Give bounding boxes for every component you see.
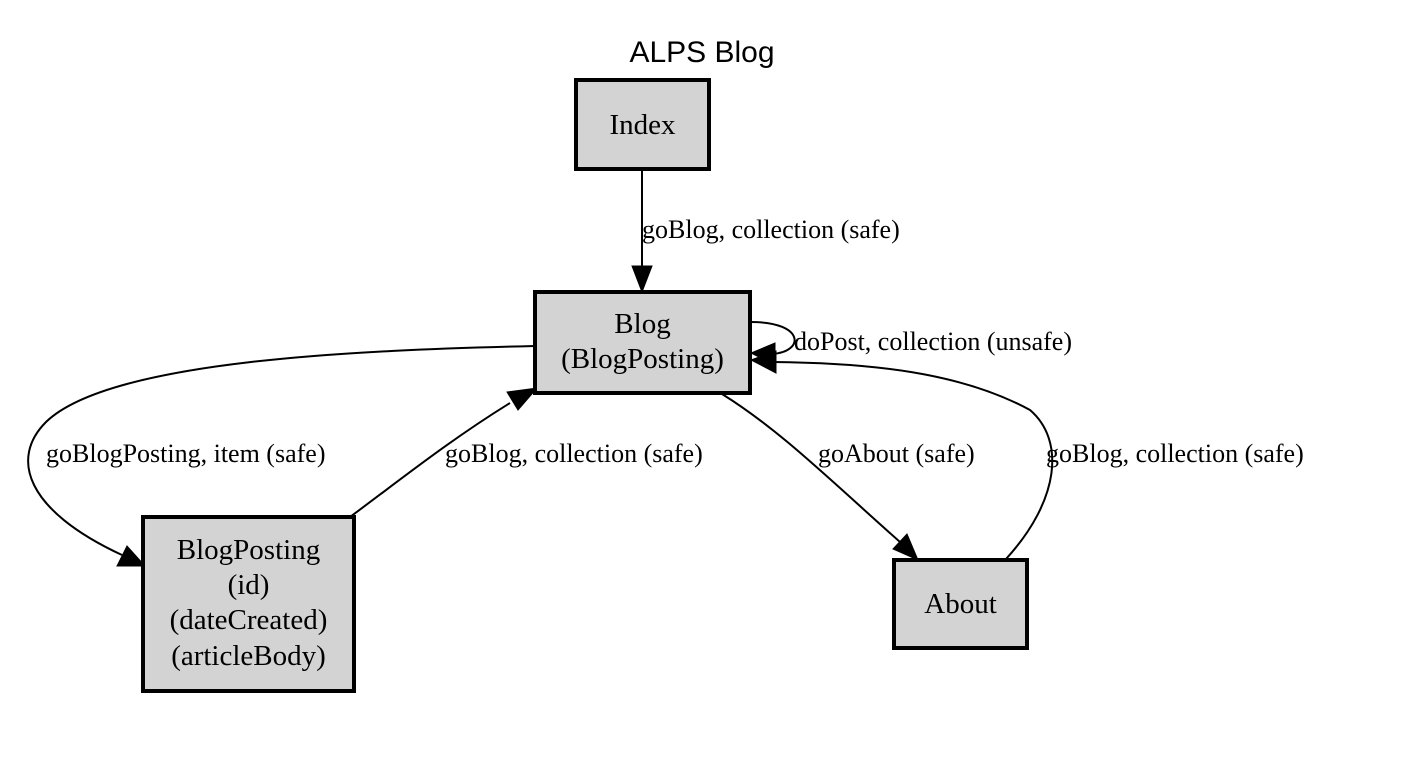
node-blog-label-line1: Blog <box>614 308 670 340</box>
edge-blog-to-about-line <box>721 393 901 543</box>
edge-blog-self-loop-label: doPost, collection (unsafe) <box>794 327 1072 356</box>
node-about[interactable]: About <box>892 558 1029 650</box>
node-blogposting-label-line4: (articleBody) <box>171 640 326 672</box>
node-blogposting-label-line3: (dateCreated) <box>170 604 328 636</box>
edge-blog-to-about-label: goAbout (safe) <box>818 439 975 468</box>
node-blog-box <box>533 290 752 395</box>
edge-blog-to-blogposting-arrowhead <box>116 545 147 567</box>
node-blog-label-line2: (BlogPosting) <box>561 343 724 375</box>
node-about-box <box>892 558 1029 650</box>
edge-blogposting-to-blog-arrowhead <box>506 387 539 411</box>
node-index-label: Index <box>609 109 676 141</box>
diagram-title: ALPS Blog <box>629 36 774 69</box>
node-about-label: About <box>924 588 997 620</box>
edge-blog-self-loop-line <box>750 321 796 355</box>
node-blogposting-box <box>141 515 356 693</box>
edge-index-to-blog-arrowhead <box>631 265 653 294</box>
node-blogposting-label-line1: BlogPosting <box>177 534 320 566</box>
edge-blog-to-about: goAbout (safe) <box>721 393 975 561</box>
node-blog[interactable]: Blog (BlogPosting) <box>533 290 752 395</box>
edge-blogposting-to-blog-line <box>349 402 511 518</box>
edge-blog-to-blogposting-label: goBlogPosting, item (safe) <box>46 439 325 468</box>
edge-blog-to-about-arrowhead <box>892 533 919 561</box>
edge-blogposting-to-blog: goBlog, collection (safe) <box>349 387 703 518</box>
edge-blogposting-to-blog-label: goBlog, collection (safe) <box>445 439 703 468</box>
edge-about-to-blog: goBlog, collection (safe) <box>749 350 1304 560</box>
edge-about-to-blog-label: goBlog, collection (safe) <box>1046 439 1304 468</box>
node-blogposting-label-line2: (id) <box>228 569 270 601</box>
edge-index-to-blog: goBlog, collection (safe) <box>631 170 900 294</box>
edge-about-to-blog-arrowhead <box>749 350 777 374</box>
node-index-box <box>574 78 711 171</box>
edge-about-to-blog-line <box>772 361 1054 560</box>
edge-index-to-blog-label: goBlog, collection (safe) <box>642 215 900 244</box>
edge-blog-to-blogposting: goBlogPosting, item (safe) <box>27 345 536 567</box>
node-blogposting[interactable]: BlogPosting (id) (dateCreated) (articleB… <box>141 515 356 693</box>
edge-blog-to-blogposting-line <box>27 345 536 556</box>
edge-blog-self-loop: doPost, collection (unsafe) <box>749 321 1072 366</box>
node-index[interactable]: Index <box>574 78 711 171</box>
